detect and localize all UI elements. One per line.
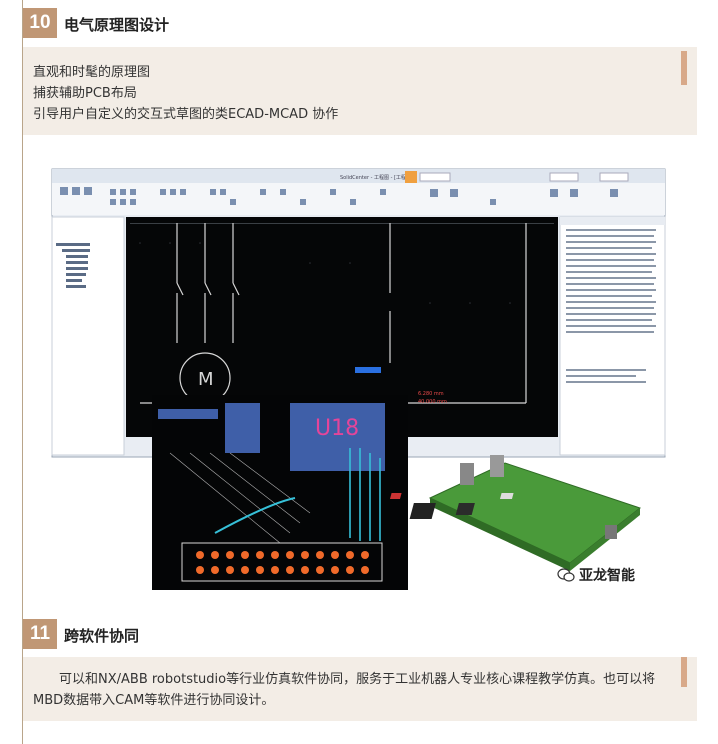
section-11-number: 11 (23, 619, 57, 649)
dimension-1: 6.280 mm (418, 391, 444, 397)
section-11-text: 可以和NX/ABB robotstudio等行业仿真软件协同，服务于工业机器人专… (33, 672, 656, 708)
dimension-2: 40.000 mm (418, 399, 447, 405)
pcb-3d-render (389, 455, 642, 571)
section-10-title: 电气原理图设计 (64, 16, 170, 34)
box-accent-bar (681, 51, 687, 85)
ecad-screenshot-figure: SolidCenter - 工程图 - [工程图1] (51, 168, 666, 590)
wechat-icon (557, 568, 575, 582)
feature-line-3: 引导用户自定义的交互式草图的类ECAD-MCAD 协作 (33, 107, 339, 122)
section-10-number: 10 (23, 8, 57, 38)
watermark: 亚龙智能 (557, 565, 635, 585)
box-accent-bar (681, 657, 687, 687)
feature-line-1: 直观和时髦的原理图 (33, 65, 151, 80)
watermark-text: 亚龙智能 (579, 568, 635, 584)
section-10-box: 直观和时髦的原理图 捕获辅助PCB布局 引导用户自定义的交互式草图的类ECAD-… (23, 47, 697, 135)
feature-line-2: 捕获辅助PCB布局 (33, 86, 137, 101)
section-11-box: 可以和NX/ABB robotstudio等行业仿真软件协同，服务于工业机器人专… (23, 657, 697, 721)
pcb-component-label: U18 (315, 416, 359, 441)
window-title: SolidCenter - 工程图 - [工程图1] (340, 174, 416, 181)
section-11-title: 跨软件协同 (64, 627, 140, 645)
motor-label: M (198, 369, 214, 390)
left-border-line (22, 0, 23, 744)
